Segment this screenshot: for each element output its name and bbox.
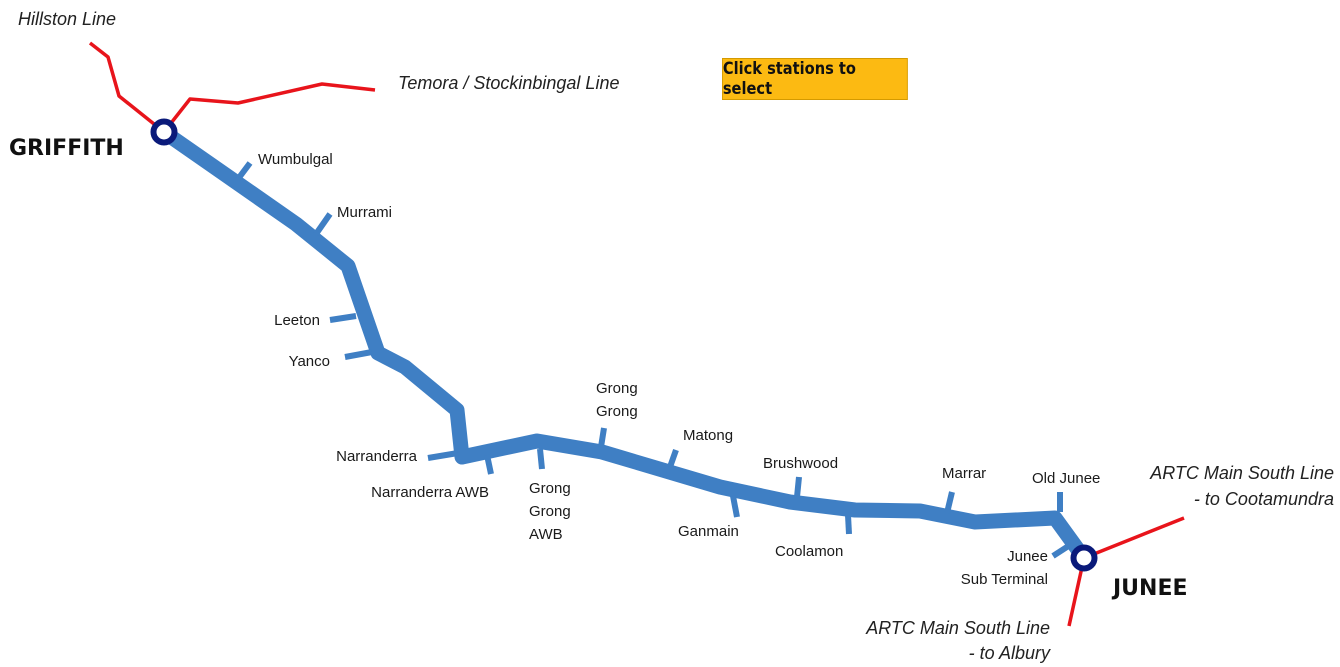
station-label-grong-grong-1[interactable]: Grong <box>596 380 638 397</box>
station-label-junee-sub-terminal-2[interactable]: Sub Terminal <box>961 571 1048 588</box>
terminal-label-griffith[interactable]: GRIFFITH <box>9 136 124 161</box>
hillston-line <box>88 41 166 134</box>
station-tick-yanco[interactable] <box>344 349 373 360</box>
station-label-murrami[interactable]: Murrami <box>337 204 392 221</box>
station-label-marrar[interactable]: Marrar <box>942 465 986 482</box>
terminal-label-junee[interactable]: JUNEE <box>1111 576 1188 601</box>
station-label-brushwood[interactable]: Brushwood <box>763 455 838 472</box>
click-stations-to-select-button[interactable]: Click stations to select <box>722 58 908 100</box>
artc-cootamundra-line <box>1083 516 1185 560</box>
temora-line-label: Temora / Stockinbingal Line <box>398 73 619 93</box>
station-label-old-junee[interactable]: Old Junee <box>1032 470 1100 487</box>
station-label-grong-grong-awb-3[interactable]: AWB <box>529 526 563 543</box>
temora-stockinbingal-line <box>162 82 376 134</box>
main-line <box>156 124 1092 566</box>
station-label-matong[interactable]: Matong <box>683 427 733 444</box>
station-label-wumbulgal[interactable]: Wumbulgal <box>258 151 333 168</box>
station-tick-matong[interactable] <box>667 449 679 468</box>
cootamundra-line-label-2: - to Cootamundra <box>1194 489 1334 509</box>
station-tick-narranderra-awb[interactable] <box>484 454 494 475</box>
albury-line-label-2: - to Albury <box>969 643 1051 663</box>
station-label-grong-grong-awb-1[interactable]: Grong <box>529 480 571 497</box>
station-label-leeton[interactable]: Leeton <box>274 312 320 329</box>
station-label-coolamon[interactable]: Coolamon <box>775 543 843 560</box>
station-tick-grong-grong-awb[interactable] <box>537 448 545 470</box>
station-tick-murrami[interactable] <box>313 212 333 236</box>
station-tick-junee-sub-terminal[interactable] <box>1051 542 1072 559</box>
station-label-junee-sub-terminal-1[interactable]: Junee <box>1007 548 1048 565</box>
station-tick-leeton[interactable] <box>329 313 357 323</box>
station-label-grong-grong-awb-2[interactable]: Grong <box>529 503 571 520</box>
station-label-ganmain[interactable]: Ganmain <box>678 523 739 540</box>
station-tick-wumbulgal[interactable] <box>235 161 253 181</box>
terminal-ring-griffith[interactable] <box>150 118 178 146</box>
station-label-narranderra[interactable]: Narranderra <box>336 448 418 465</box>
station-tick-brushwood[interactable] <box>794 476 802 498</box>
albury-line-label-1: ARTC Main South Line <box>865 618 1050 638</box>
hillston-line-label: Hillston Line <box>18 9 116 29</box>
station-tick-grong-grong[interactable] <box>598 427 607 448</box>
station-tick-ganmain[interactable] <box>730 495 740 518</box>
terminal-ring-junee[interactable] <box>1070 544 1098 572</box>
station-label-narranderra-awb[interactable]: Narranderra AWB <box>371 484 489 501</box>
cootamundra-line-label-1: ARTC Main South Line <box>1149 463 1334 483</box>
station-label-grong-grong-2[interactable]: Grong <box>596 403 638 420</box>
station-tick-coolamon[interactable] <box>845 514 852 535</box>
station-label-yanco[interactable]: Yanco <box>289 353 330 370</box>
station-tick-marrar[interactable] <box>944 491 955 514</box>
station-tick-narranderra[interactable] <box>427 450 459 461</box>
